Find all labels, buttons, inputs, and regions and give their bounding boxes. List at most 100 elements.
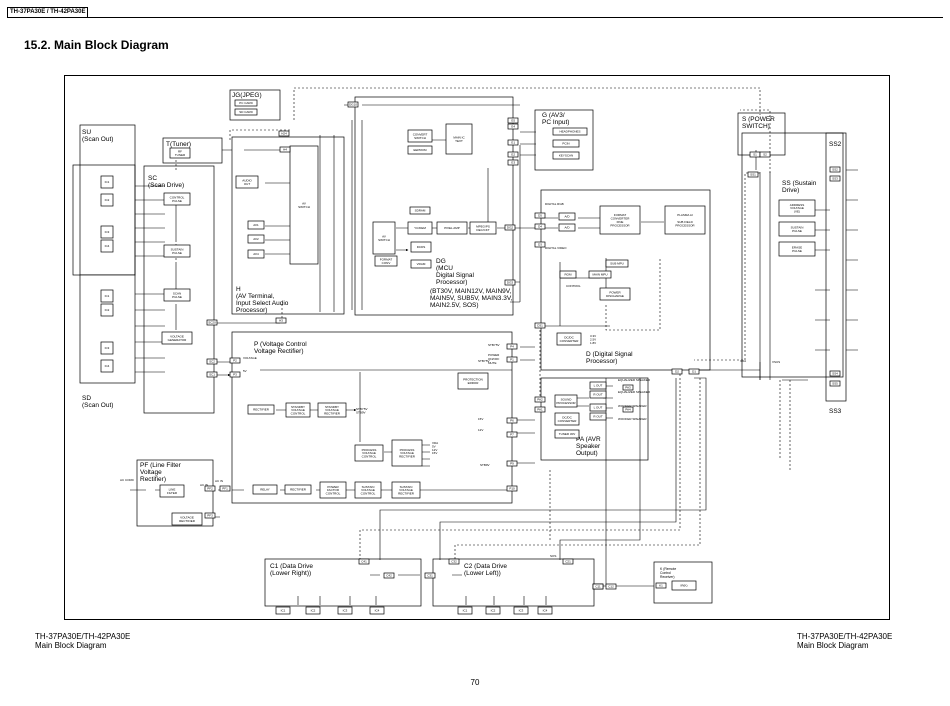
board-p-title-line-2: Voltage Rectifier) (254, 348, 304, 355)
ss-address-block-label-line-3: (VE) (794, 210, 800, 214)
conn-ss3-label: SS3 (832, 177, 838, 181)
board-k-title-line-3: Receiver) (660, 575, 675, 579)
conn-dg3 (504, 279, 516, 286)
d-sub-mpu-block-label: SUB MPU (610, 262, 624, 266)
pa-amp-1 (589, 381, 607, 390)
board-g-title-line-2: PC Input) (542, 119, 569, 126)
dg-format-block-label-line-2: CONV (382, 261, 391, 265)
su-ic-3-label: IC3 (105, 230, 110, 234)
conn-p5 (506, 417, 518, 424)
board-s-title-line-1: S (POWER (742, 116, 775, 123)
dg-dcds-block (410, 241, 432, 253)
board-ss2-title: SS2 (829, 141, 842, 148)
p-stby-out-label-line-2: STB9V (356, 410, 366, 414)
h-av-switch-block-label-line-1: AV (302, 202, 306, 206)
board-dg (354, 96, 514, 316)
board-dg-title-line-1: DG (436, 258, 446, 265)
board-t-title: T(Tuner) (166, 141, 191, 148)
pa-sound-block (554, 394, 578, 408)
board-c2-title-line-1: C2 (Data Drive (464, 563, 507, 570)
conn-pa4 (622, 406, 634, 413)
footer-right: TH-37PA30E/TH-42PA30E Main Block Diagram (797, 632, 892, 650)
p-protection-block-label-line-2: ERROR (468, 381, 480, 385)
d-plasma-block-label-line-3: SUB FIELD (677, 220, 693, 224)
conn-h3-label: H3 (279, 319, 283, 323)
p-protection-block (457, 372, 489, 390)
conn-d3-label: D3 (538, 243, 542, 247)
c1-ic-2 (305, 606, 321, 615)
p-standby-ctl-block (285, 402, 311, 418)
p-relay-block (252, 484, 278, 495)
conn-pa1 (534, 396, 546, 403)
board-c1-title-line-1: C1 (Data Drive (270, 563, 313, 570)
c1-ic-1 (275, 606, 291, 615)
board-d (540, 189, 711, 371)
conn-p7 (506, 460, 518, 467)
conn-dg2 (504, 224, 516, 231)
board-h-title-line-3: Input Select Audio (236, 300, 289, 307)
d-rom-block-label: ROM (565, 273, 573, 277)
dg-mpeg-block (469, 221, 497, 235)
d-main-mpu-block-label: MAIN MPU (593, 273, 608, 277)
p-standby-ctl-block-label-line-3: CONTROL (291, 412, 306, 416)
p-process-ctl-block-label-line-1: PROCESS (362, 448, 377, 452)
conn-pa3-label: PA3 (625, 386, 631, 390)
board-pa-title-line-3: Output) (576, 450, 598, 457)
sc-voltage-generator-block-label-line-2: GENERATOR (168, 338, 188, 342)
conn-ss5 (829, 380, 841, 387)
conn-p5-label: P6 (510, 419, 514, 423)
su-ic-2-label: IC2 (105, 198, 110, 202)
d-digital-rgb-label: DIGITAL RGB (545, 202, 564, 206)
jg-pc-card-block-label: PC CARD (239, 101, 253, 105)
conn-p2 (229, 371, 241, 378)
signal-label-5: ON/OFF (488, 357, 499, 361)
h-audio-out-block (235, 175, 259, 189)
sc-control-pulse-block-label-line-1: CONTROL (170, 196, 185, 200)
pa-amp-3 (589, 403, 607, 412)
g-headphones-block (552, 127, 588, 136)
board-pf-title-line-3: Rectifier) (140, 476, 166, 483)
board-dg-title-line-3: Digital Signal (436, 272, 474, 279)
board-d-title-line-1: D (Digital Signal (586, 351, 633, 358)
conn-pa4-label: PA4 (625, 408, 631, 412)
board-d-title-line-2: Processor) (586, 358, 617, 365)
sd-ic-3-label: IC3 (105, 346, 110, 350)
board-dg-voltages-line-2: MAIN5V, SUB5V, MAIN3.3V, (430, 295, 513, 302)
h-av-input-3 (247, 249, 265, 259)
d-plasma-block-label-line-1: PLASMA AI (677, 213, 693, 217)
conn-sc2-label: SC2 (209, 360, 215, 364)
conn-ss3 (829, 175, 841, 182)
conn-c11 (592, 583, 604, 590)
conn-p8 (506, 485, 518, 492)
pa-amp-1-label: L OUT (594, 384, 603, 388)
dg-av-switch-block (372, 221, 396, 255)
conn-c32-label: C32 (451, 560, 457, 564)
ss-sustain-block-label-line-2: PULSE (792, 229, 802, 233)
p-power-factor-block-label-line-3: CONTROL (326, 492, 341, 496)
signal-label-2: 5V (243, 369, 247, 373)
board-c2-title-line-2: (Lower Left)) (464, 570, 501, 577)
dg-main-ic-block-label-line-1: MAIN IC (453, 136, 465, 140)
g-headphones-block-label: HEADPHONES (559, 130, 580, 134)
conn-p6-label: P7 (510, 433, 514, 437)
d-control-label: CONTROL (566, 284, 581, 288)
pf-ac-in-label: AC IN (200, 483, 208, 487)
d-format-block-label-line-4: PROCESSOR (610, 223, 630, 227)
pa-sound-block-label-line-1: SOUND (561, 398, 573, 402)
conn-c32 (448, 558, 460, 565)
pa-speaker-2: EQUALIZER SPEAKER (618, 390, 651, 394)
conn-pa1-label: PA2 (537, 398, 543, 402)
su-ic-4 (100, 239, 114, 253)
conn-p2-label: P3 (233, 373, 237, 377)
dg-main-ic-block-label-line-2: TEXT (455, 139, 463, 143)
pa-amp-4-label: R OUT (593, 415, 603, 419)
sd-ic-2 (100, 303, 114, 317)
conn-g5 (507, 117, 519, 124)
p-process-rect-block-label-line-1: PROCESS (400, 448, 415, 452)
conn-dg10-label: DG10 (349, 103, 357, 107)
signal-label-1: VOLTAGE (243, 356, 257, 360)
conn-c42 (383, 572, 395, 579)
sd-ic-1 (100, 289, 114, 303)
conn-pf1-label: PF2 (207, 487, 213, 491)
g-pcin-block-label: PCIN (562, 142, 569, 146)
